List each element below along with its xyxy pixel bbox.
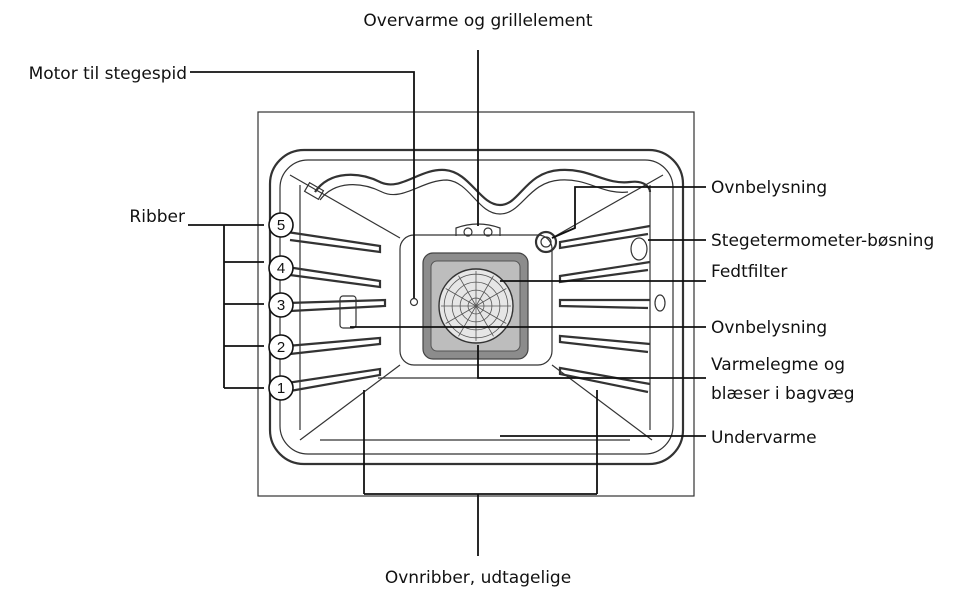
top-grill-element: [314, 168, 652, 207]
label-oven-light-top: Ovnbelysning: [711, 178, 827, 198]
fan-spoke: [475, 275, 494, 307]
rib-marker-number: 3: [277, 297, 285, 314]
left-rack-rails: [286, 230, 387, 393]
fan-spoke: [475, 288, 507, 307]
label-grease-filter: Fedtfilter: [711, 262, 787, 282]
fan-spoke: [475, 305, 494, 337]
rib-marker-number: 1: [277, 380, 285, 397]
label-top-grill: Overvarme og grillelement: [363, 11, 592, 31]
rib-marker-circle: [268, 255, 294, 281]
right-rail-pin: [654, 294, 666, 312]
spit-motor-socket: [409, 297, 419, 307]
fan-spoke: [458, 305, 477, 337]
top-oven-light: [534, 230, 558, 254]
label-heater-line2: blæser i bagvæg: [711, 384, 855, 404]
fan-spoke: [445, 288, 477, 307]
fan-mesh: [441, 271, 511, 341]
mount-hole-left: [463, 227, 473, 237]
rib-marker-circle: [268, 334, 294, 360]
rib-level-markers: 5 4 3 2 1: [268, 212, 294, 401]
label-oven-light-mid: Ovnbelysning: [711, 318, 827, 338]
rib-marker-number: 5: [277, 217, 285, 234]
label-spit-motor: Motor til stegespid: [29, 64, 187, 84]
fan-spoke: [458, 275, 477, 307]
thermometer-socket: [630, 237, 648, 261]
rib-marker-number: 4: [277, 260, 285, 277]
leader-lines: [188, 50, 706, 556]
label-bottom-heat: Undervarme: [711, 428, 817, 448]
rib-marker-circle: [268, 375, 294, 401]
label-heater-line1: Varmelegme og: [711, 355, 845, 375]
label-removable-racks: Ovnribber, udtagelige: [385, 568, 571, 588]
mount-hole-right: [483, 227, 493, 237]
upper-left-tab: [303, 181, 325, 201]
fan-spoke: [445, 305, 477, 324]
right-rack-rails: [558, 224, 666, 394]
rib-marker-number: 2: [277, 339, 285, 356]
label-ribs: Ribber: [129, 207, 185, 227]
back-wall: [399, 234, 553, 366]
rib-marker-circle: [268, 212, 294, 238]
fan-spoke: [475, 305, 507, 324]
left-oven-light: [339, 295, 357, 329]
label-thermometer-socket: Stegetermometer-bøsning: [711, 231, 934, 251]
top-grill-element-inner: [319, 179, 629, 215]
rib-marker-circle: [268, 292, 294, 318]
